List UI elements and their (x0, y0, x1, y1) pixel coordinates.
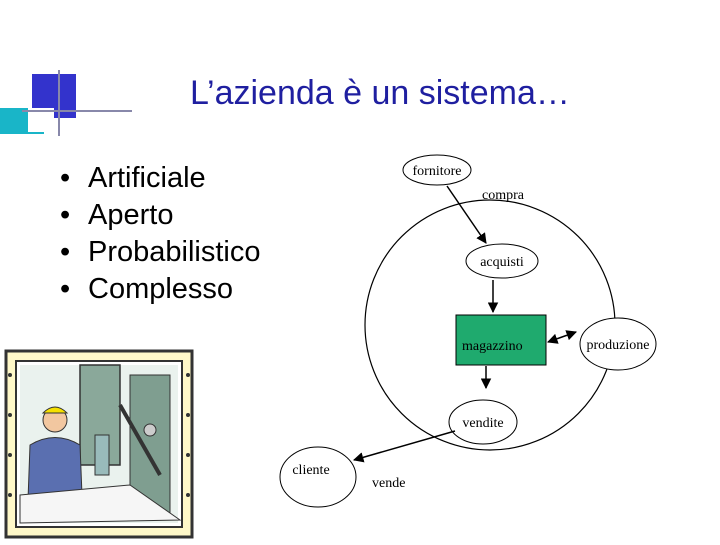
bullet-list: •Artificiale •Aperto •Probabilistico •Co… (60, 160, 260, 308)
node-cliente: cliente (279, 446, 357, 508)
arrow-magazzino-produzione (547, 330, 577, 344)
node-magazzino-label: magazzino (462, 339, 523, 354)
node-fornitore: fornitore (402, 154, 472, 186)
title-decoration-squares (0, 0, 132, 140)
bullet-item: •Complesso (60, 273, 234, 305)
node-acquisti-label: acquisti (480, 255, 524, 270)
node-fornitore-label: fornitore (413, 164, 462, 179)
bullet-item: •Probabilistico (60, 236, 261, 268)
node-produzione-label: produzione (587, 338, 650, 353)
node-vendite: vendite (448, 399, 518, 445)
arrow-fornitore-acquisti (446, 185, 487, 244)
node-produzione: produzione (579, 317, 657, 371)
node-vendite-label: vendite (462, 416, 503, 431)
edge-label-vende: vende (372, 476, 405, 491)
node-magazzino: magazzino (455, 314, 547, 366)
bullet-item: •Aperto (60, 199, 174, 231)
node-cliente-label: cliente (292, 463, 329, 478)
bullet-item: •Artificiale (60, 162, 206, 194)
arrow-vendite-cliente (352, 430, 456, 463)
worker-drill-press-clipart (4, 349, 194, 539)
slide-title: L’azienda è un sistema… (190, 74, 570, 112)
edge-label-compra: compra (482, 188, 525, 203)
node-acquisti: acquisti (465, 243, 539, 279)
